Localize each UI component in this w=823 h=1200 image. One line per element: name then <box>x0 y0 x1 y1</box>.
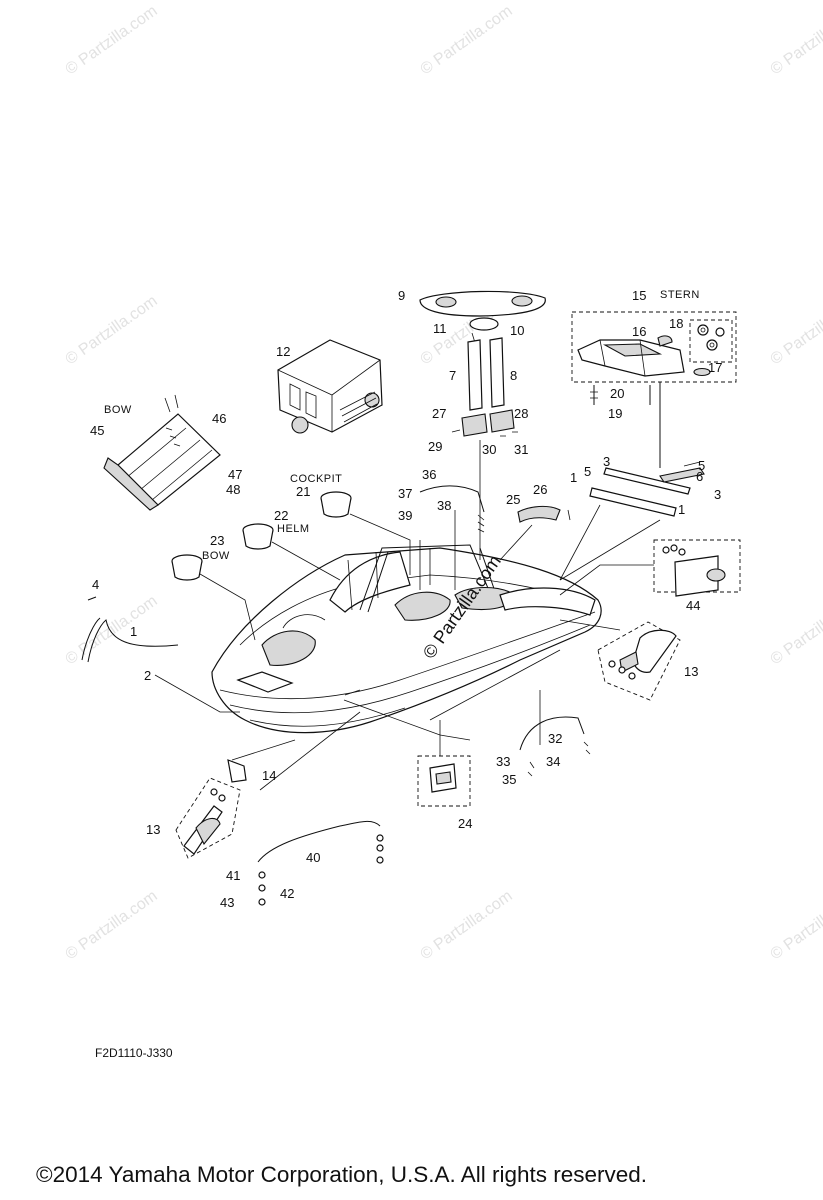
part-number: 16 <box>632 324 646 339</box>
part-number: 45 <box>90 423 104 438</box>
part-number: 13 <box>146 822 160 837</box>
drain-plug-assembly <box>653 539 741 597</box>
side-rails <box>589 461 705 517</box>
part-number: 42 <box>280 886 294 901</box>
seat-latch-assembly <box>417 755 471 807</box>
watermark: © Partzilla.com <box>768 3 823 79</box>
part-number: 37 <box>398 486 412 501</box>
part-number: 22 <box>274 508 288 523</box>
part-number: 25 <box>506 492 520 507</box>
watermark: © Partzilla.com <box>418 888 516 964</box>
part-number: 28 <box>514 406 528 421</box>
part-number: 1 <box>130 624 137 639</box>
watermark: © Partzilla.com <box>63 593 161 669</box>
watermark: © Partzilla.com <box>768 293 823 369</box>
part-number: 34 <box>546 754 560 769</box>
part-number: 35 <box>502 772 516 787</box>
part-number: 10 <box>510 323 524 338</box>
part-number: 40 <box>306 850 320 865</box>
part-number: 1 <box>678 502 685 517</box>
part-number: 8 <box>510 368 517 383</box>
part-number: 13 <box>684 664 698 679</box>
part-number: 39 <box>398 508 412 523</box>
lower-handrail <box>257 820 384 906</box>
part-number: 7 <box>449 368 456 383</box>
watermark: © Partzilla.com <box>63 3 161 79</box>
rear-handrail <box>519 716 591 777</box>
part-number: 2 <box>144 668 151 683</box>
part-number: 38 <box>437 498 451 513</box>
part-number: 26 <box>533 482 547 497</box>
diagram-code: F2D1110-J330 <box>95 1046 173 1060</box>
region-label-bow-ladder: BOW <box>104 404 132 416</box>
part-number: 21 <box>296 484 310 499</box>
cup-holders <box>171 491 352 581</box>
part-number: 14 <box>262 768 276 783</box>
part-number: 4 <box>92 577 99 592</box>
part-number: 6 <box>696 469 703 484</box>
rope-assembly <box>81 596 240 713</box>
part-number: 19 <box>608 406 622 421</box>
part-number: 1 <box>570 470 577 485</box>
part-number: 36 <box>422 467 436 482</box>
part-number: 3 <box>714 487 721 502</box>
part-number: 41 <box>226 868 240 883</box>
part-number: 27 <box>432 406 446 421</box>
watermark: © Partzilla.com <box>418 3 516 79</box>
stern-tow-assembly <box>571 311 737 468</box>
part-number: 15 <box>632 288 646 303</box>
part-number: 29 <box>428 439 442 454</box>
region-label-cockpit: COCKPIT <box>290 473 342 485</box>
cleat-assembly-left <box>175 759 247 859</box>
part-number: 30 <box>482 442 496 457</box>
copyright-notice: ©2014 Yamaha Motor Corporation, U.S.A. A… <box>36 1162 648 1187</box>
part-number: 23 <box>210 533 224 548</box>
part-number: 18 <box>669 316 683 331</box>
part-number: 9 <box>398 288 405 303</box>
boat-hull <box>211 544 602 734</box>
cleat-assembly-right <box>597 621 681 701</box>
bow-ladder <box>103 394 221 511</box>
part-number: 17 <box>708 360 722 375</box>
part-number: 5 <box>698 458 705 473</box>
part-number: 43 <box>220 895 234 910</box>
part-number: 11 <box>433 321 447 336</box>
part-number-labels: 9 15 STERN 11 10 12 18 16 17 7 8 20 19 B… <box>90 288 722 910</box>
part-number: 24 <box>458 816 472 831</box>
part-number: 5 <box>584 464 591 479</box>
part-number: 46 <box>212 411 226 426</box>
watermark: © Partzilla.com <box>768 593 823 669</box>
watermark: © Partzilla.com <box>63 888 161 964</box>
part-number: 3 <box>603 454 610 469</box>
part-number: 33 <box>496 754 510 769</box>
grab-handles <box>419 485 571 533</box>
cooler <box>277 339 383 434</box>
part-number: 12 <box>276 344 290 359</box>
part-number: 47 <box>228 467 242 482</box>
part-number: 31 <box>514 442 528 457</box>
part-number: 20 <box>610 386 624 401</box>
region-label-helm: HELM <box>277 523 310 535</box>
watermark: © Partzilla.com <box>63 293 161 369</box>
tower-light-assembly <box>419 290 546 437</box>
part-number: 32 <box>548 731 562 746</box>
region-label-stern: STERN <box>660 289 700 301</box>
leader-lines <box>199 440 661 791</box>
region-label-bow-cup: BOW <box>202 550 230 562</box>
part-number: 44 <box>686 598 700 613</box>
part-number: 48 <box>226 482 240 497</box>
watermark: © Partzilla.com <box>768 888 823 964</box>
